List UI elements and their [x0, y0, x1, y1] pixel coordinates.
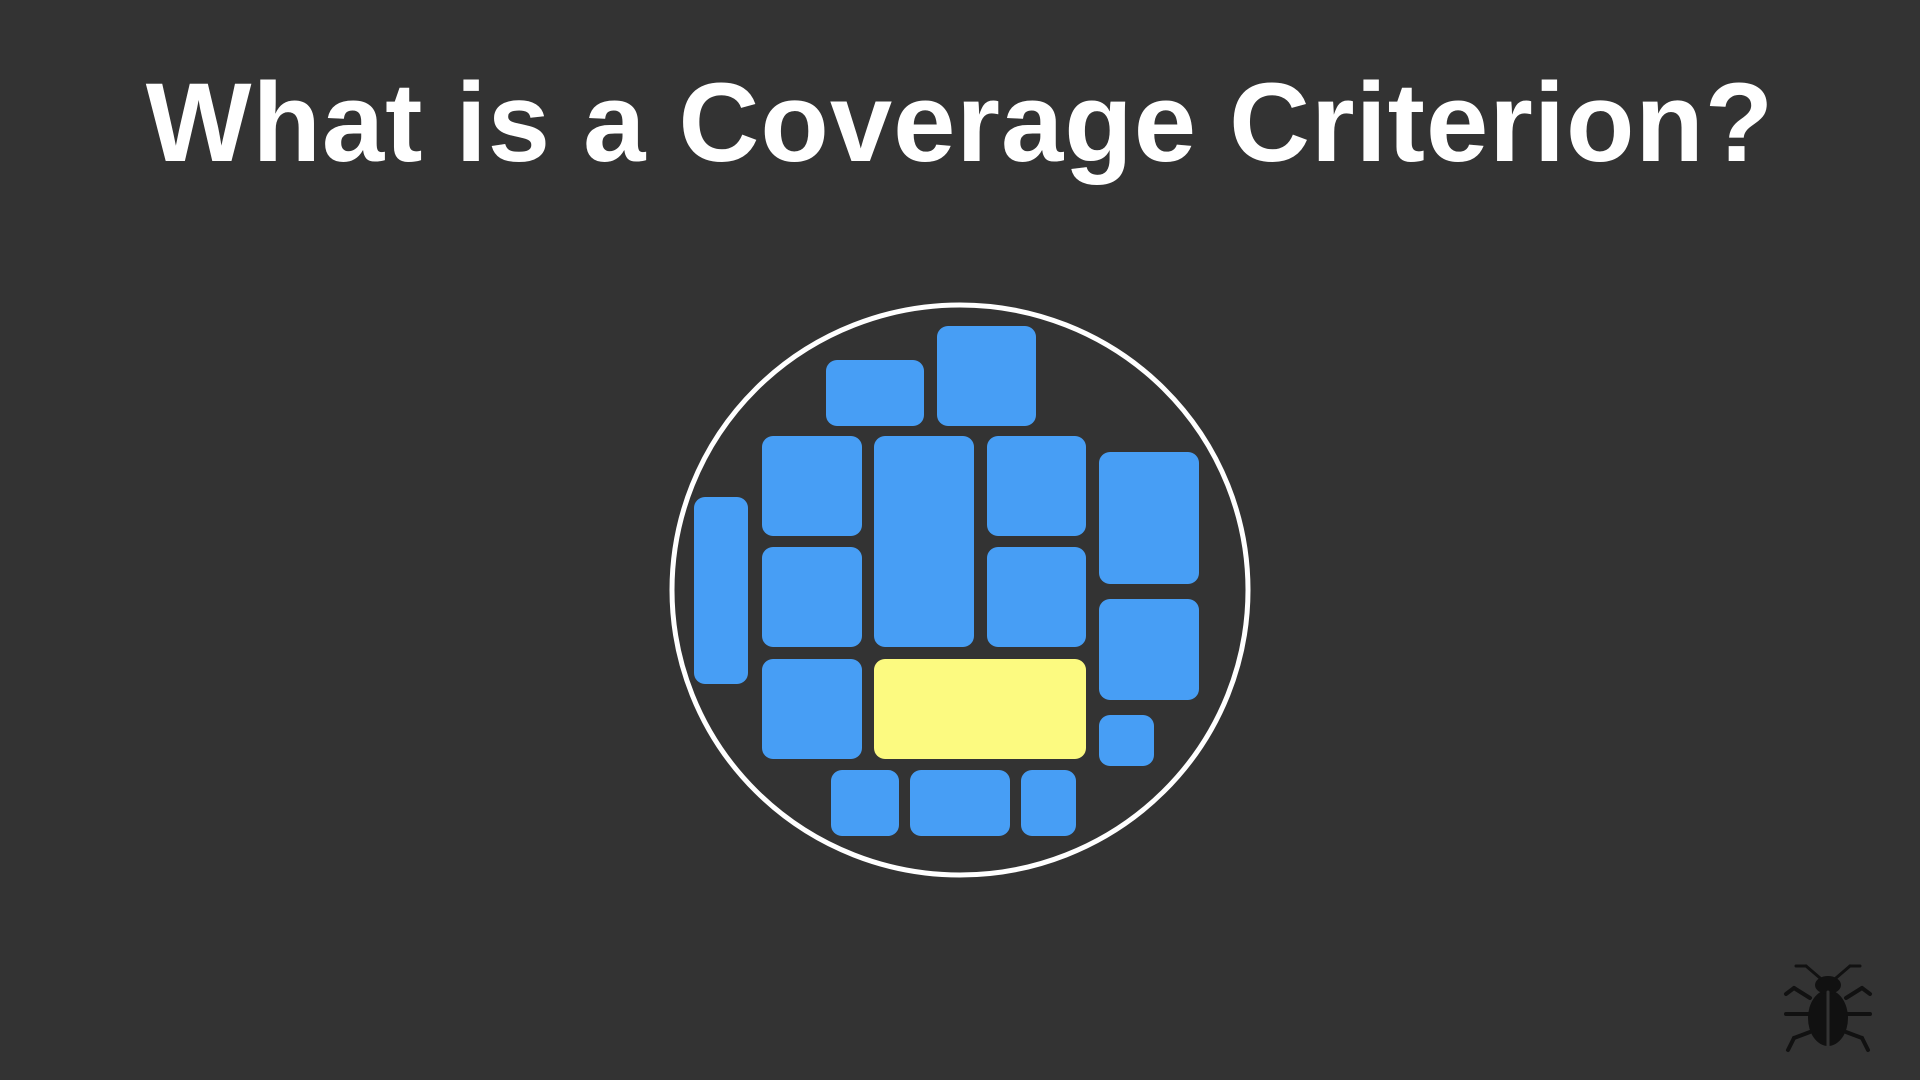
input-space-circle: [669, 302, 1251, 878]
partition-block: [987, 436, 1086, 536]
partition-block: [910, 770, 1010, 836]
partition-block: [1099, 452, 1199, 584]
partition-block-highlighted: [874, 659, 1086, 759]
partition-block: [826, 360, 924, 426]
slide-title: What is a Coverage Criterion?: [145, 60, 1775, 185]
partition-block: [1099, 715, 1154, 766]
partition-block: [762, 547, 862, 647]
partition-blocks: [694, 326, 1199, 836]
partition-block: [987, 547, 1086, 647]
partition-block: [874, 436, 974, 647]
partition-block: [1099, 599, 1199, 700]
partition-block: [1021, 770, 1076, 836]
partition-block: [762, 436, 862, 536]
partition-block: [762, 659, 862, 759]
partition-block: [937, 326, 1036, 426]
partition-block: [694, 497, 748, 684]
partition-block: [831, 770, 899, 836]
bug-icon: [1784, 964, 1872, 1052]
